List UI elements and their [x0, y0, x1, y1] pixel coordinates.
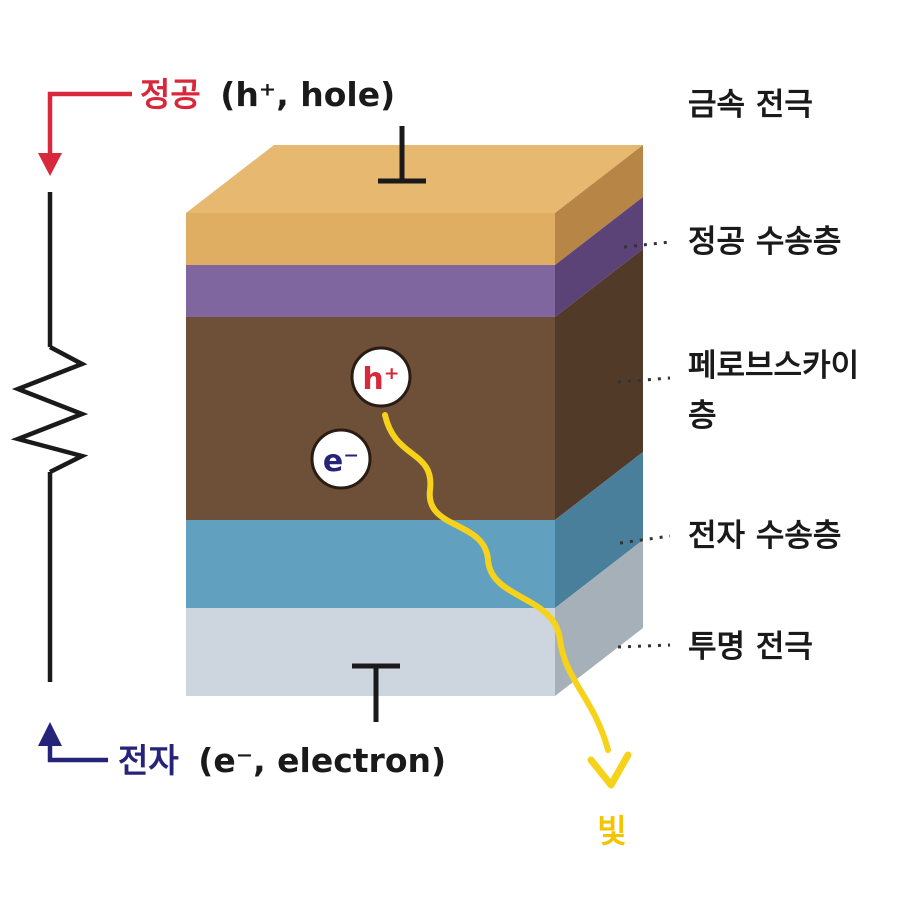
label-metal-electrode: 금속 전극: [688, 87, 813, 123]
label-perovskite-line1: 페로브스카이: [688, 348, 859, 384]
hole-label: 정공 (h⁺, hole): [140, 75, 395, 114]
label-perovskite-line2: 층: [688, 398, 717, 434]
electron-flow-arrow: [38, 722, 108, 763]
hole-label-detail: (h⁺, hole): [220, 75, 395, 114]
electron-particle-label: e⁻: [323, 444, 359, 479]
top-contact-symbol: [378, 126, 426, 184]
light-arrowhead: [587, 751, 632, 789]
electron-label-detail: (e⁻, electron): [198, 741, 446, 780]
label-hole-transport-layer: 정공 수송층: [688, 224, 841, 260]
light-path: [382, 412, 611, 753]
light-label: 빛: [597, 812, 626, 850]
hole-particle-label: h⁺: [362, 362, 399, 397]
metal-electrode-side: [555, 145, 643, 265]
hole-transport-layer-side: [555, 197, 643, 317]
transparent-electrode-front: [186, 608, 555, 696]
electron-particle: e⁻: [310, 428, 372, 490]
resistor-symbol: [10, 345, 89, 475]
hole-particle: h⁺: [350, 346, 412, 408]
electron-label: 전자 (e⁻, electron): [118, 741, 446, 780]
hole-flow-arrow: [38, 91, 132, 176]
circuit-wire: [10, 192, 89, 682]
transparent-electrode-side: [555, 540, 643, 696]
hole-transport-layer-front: [186, 265, 555, 317]
bottom-contact-symbol: [352, 663, 400, 722]
electron-transport-layer-side: [555, 452, 643, 608]
metal-electrode-front: [186, 213, 555, 265]
perovskite-layer-side: [555, 249, 643, 520]
electron-transport-layer-front: [186, 520, 555, 608]
perovskite-layer-front: [186, 317, 555, 520]
hole-label-korean: 정공: [140, 75, 201, 114]
label-electron-transport-layer: 전자 수송층: [688, 518, 841, 554]
leader-lines: [617, 240, 671, 649]
label-transparent-electrode: 투명 전극: [688, 629, 813, 665]
electron-label-korean: 전자: [118, 741, 179, 780]
